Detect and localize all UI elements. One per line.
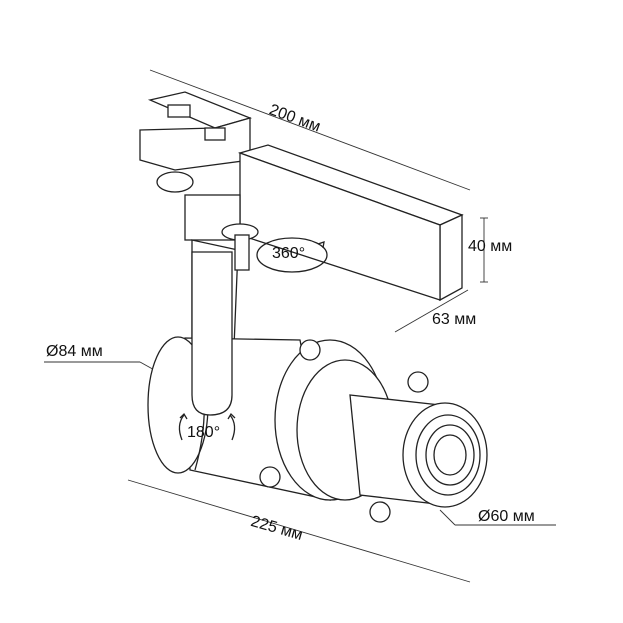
label-rotation-360: 360° (272, 245, 306, 262)
label-height: 40 мм (468, 238, 513, 255)
dim-line-225 (127, 479, 471, 583)
label-width: 63 мм (432, 311, 477, 328)
track-adapter (139, 91, 464, 302)
dimension-lines (44, 69, 556, 583)
label-lens-diameter: Ø60 мм (478, 508, 535, 525)
label-rotation-180: 180° (187, 424, 221, 441)
lens-assembly (259, 339, 488, 523)
dim-line-200 (149, 69, 471, 191)
label-body-diameter: Ø84 мм (46, 343, 103, 360)
rotation-360-indicator (256, 237, 328, 273)
rotation-180-indicator (178, 412, 236, 441)
dim-line-63 (394, 289, 469, 333)
